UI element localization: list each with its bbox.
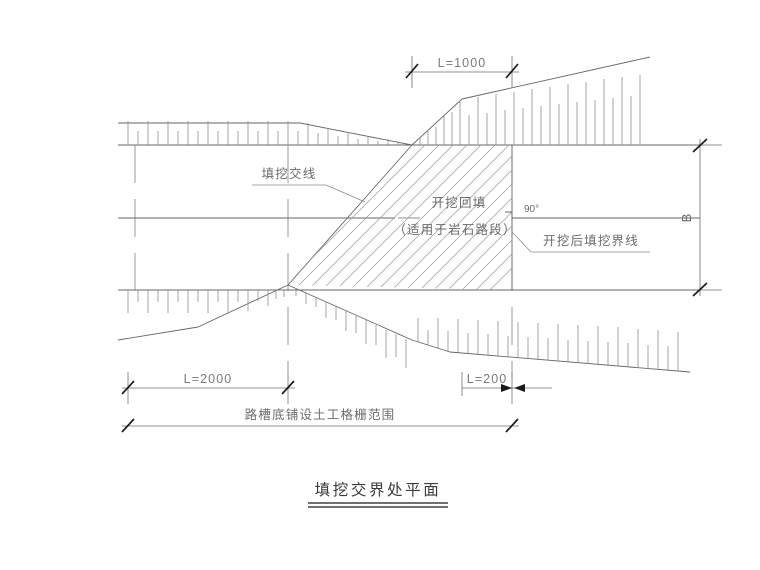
dimension-bottom-row1: L=2000 L=200 xyxy=(121,372,552,404)
annotation-excavation-backfill: 开挖回填 （适用于岩石路段） xyxy=(393,195,516,237)
top-right-slope-lower xyxy=(411,98,463,146)
top-right-slope-upper xyxy=(461,56,651,100)
dim-top-tick-right xyxy=(505,63,519,79)
dim-b2-tick-right xyxy=(505,418,519,433)
bottom-outer-edge-left xyxy=(117,326,199,341)
top-outer-edge-transition xyxy=(299,122,413,146)
top-right-slope-ticks xyxy=(419,75,641,145)
drawing-title-group: 填挖交界处平面 xyxy=(308,481,448,508)
dim-b1-tick-left xyxy=(121,380,135,395)
top-left-slope-ticks xyxy=(127,121,399,145)
dim-b1-label-2000: L=2000 xyxy=(184,372,233,386)
excavation-backfill-label: 开挖回填 xyxy=(432,195,487,210)
dim-b1-arrow-right xyxy=(514,384,525,392)
dim-b2-label: 路槽底铺设土工格栅范围 xyxy=(245,407,396,422)
bottom-right-slope-from-vertex xyxy=(287,284,413,341)
bottom-roadway-lines xyxy=(117,284,412,341)
dim-right-tick-top xyxy=(692,138,708,153)
right-angle-marker-square xyxy=(505,211,513,218)
excavation-hatch-pattern xyxy=(288,145,512,290)
post-excavation-boundary-label: 开挖后填挖界线 xyxy=(543,233,639,248)
bottom-left-slope-ticks xyxy=(127,290,285,313)
dim-b1-label-200: L=200 xyxy=(467,372,508,386)
dim-top-label: L=1000 xyxy=(438,56,487,70)
angle-label: 90° xyxy=(524,204,539,215)
annotation-post-excavation-boundary: 开挖后填挖界线 xyxy=(511,231,650,253)
top-right-embankment xyxy=(411,56,700,146)
dim-right-label: B xyxy=(679,214,694,223)
bottom-right-slope-outer xyxy=(449,351,691,373)
excavation-backfill-polygon xyxy=(287,144,513,290)
dim-top-tick-left xyxy=(405,63,419,79)
dimension-bottom-row2: 路槽底铺设土工格栅范围 xyxy=(121,407,519,433)
dim-right-tick-bottom xyxy=(692,282,708,297)
bottom-right-slope-ticks xyxy=(295,288,679,371)
fill-cut-line-label: 填挖交线 xyxy=(262,166,317,181)
excavation-note-label: （适用于岩石路段） xyxy=(393,222,516,237)
annotation-right-angle: 90° xyxy=(524,204,539,215)
annotation-fill-cut-line: 填挖交线 xyxy=(252,166,366,203)
post-excavation-leader-line xyxy=(511,231,532,253)
page-title: 填挖交界处平面 xyxy=(315,481,442,499)
fill-cut-leader-line xyxy=(325,184,366,203)
centerlines xyxy=(118,145,700,378)
dimension-top-L1000: L=1000 xyxy=(405,56,519,88)
bottom-outer-edge-transition xyxy=(197,284,289,328)
dim-b2-tick-left xyxy=(121,418,135,433)
dim-b1-tick-mid xyxy=(281,380,295,395)
dim-b1-arrow-left xyxy=(501,384,512,392)
dimension-right-B: B xyxy=(679,138,722,297)
excavation-left-boundary xyxy=(287,144,413,286)
